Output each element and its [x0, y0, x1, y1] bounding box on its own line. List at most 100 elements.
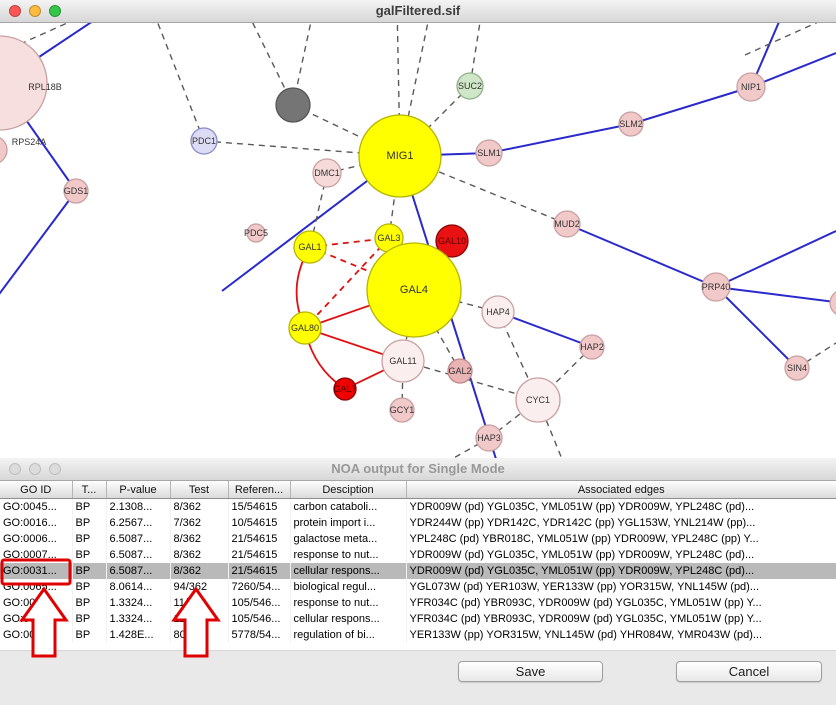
table-cell[interactable]: GO:0006... — [0, 531, 73, 547]
node-gray1[interactable] — [275, 87, 311, 123]
table-cell[interactable]: 1.3324... — [106, 611, 171, 627]
table-cell[interactable]: GO:0031... — [0, 595, 73, 611]
minimize-button-inactive[interactable] — [29, 463, 41, 475]
table-cell[interactable]: YDR009W (pd) YGL035C, YML051W (pp) YDR00… — [406, 547, 836, 563]
node-rps24a[interactable] — [0, 136, 8, 164]
node-mig1[interactable] — [358, 114, 442, 198]
table-cell[interactable]: 11/362 — [170, 611, 229, 627]
table-cell[interactable]: response to nut... — [290, 547, 407, 563]
table-cell[interactable]: YFR034C (pd) YBR093C, YDR009W (pd) YGL03… — [406, 595, 836, 611]
table-cell[interactable]: 8/362 — [170, 547, 229, 563]
table-cell[interactable]: YDR009W (pd) YGL035C, YML051W (pp) YDR00… — [406, 563, 836, 579]
table-cell[interactable]: 7/362 — [170, 515, 229, 531]
table-cell[interactable]: 80/362 — [170, 627, 229, 643]
table-cell[interactable]: BP — [72, 563, 107, 579]
table-cell[interactable]: 6.5087... — [106, 547, 171, 563]
node-hap2[interactable] — [579, 334, 605, 360]
table-cell[interactable]: YDR244W (pp) YDR142C, YDR142C (pp) YGL15… — [406, 515, 836, 531]
table-cell[interactable]: BP — [72, 611, 107, 627]
column-header-referen[interactable]: Referen... — [228, 481, 291, 499]
table-cell[interactable]: 15/54615 — [228, 498, 291, 515]
graph-edge-red_dash[interactable] — [304, 237, 390, 329]
graph-edge-pd[interactable] — [566, 223, 717, 288]
table-cell[interactable]: GO:0065... — [0, 579, 73, 595]
node-slm2[interactable] — [618, 111, 644, 137]
table-cell[interactable]: BP — [72, 515, 107, 531]
node-cyc1[interactable] — [515, 377, 561, 423]
table-cell[interactable]: 1.3324... — [106, 595, 171, 611]
node-slm1[interactable] — [475, 139, 503, 167]
table-cell[interactable]: protein import i... — [290, 515, 407, 531]
node-hap4[interactable] — [481, 295, 515, 329]
network-canvas[interactable]: RPL18BRPS24AGDS1PDC1MIG1SUC2SLM1SLM2NIP1… — [0, 23, 836, 458]
table-cell[interactable]: GO:0031... — [0, 611, 73, 627]
graph-edge-pp[interactable] — [399, 155, 568, 225]
column-header-test[interactable]: Test — [170, 481, 229, 499]
node-gal7[interactable] — [333, 377, 357, 401]
table-cell[interactable]: BP — [72, 595, 107, 611]
node-nip1[interactable] — [736, 72, 766, 102]
node-pdc5[interactable] — [246, 223, 266, 243]
table-cell[interactable]: 8/362 — [170, 498, 229, 515]
node-gal2[interactable] — [447, 358, 473, 384]
node-gal1[interactable] — [293, 230, 327, 264]
table-cell[interactable]: 6.5087... — [106, 531, 171, 547]
node-edge_node[interactable] — [829, 290, 836, 316]
table-cell[interactable]: YER133W (pp) YOR315W, YNL145W (pd) YHR08… — [406, 627, 836, 643]
table-cell[interactable]: GO:0050... — [0, 627, 73, 643]
close-button-inactive[interactable] — [9, 463, 21, 475]
node-gal4[interactable] — [366, 242, 462, 338]
table-cell[interactable]: YGL073W (pd) YER103W, YER133W (pp) YOR31… — [406, 579, 836, 595]
node-pdc1[interactable] — [190, 127, 218, 155]
table-cell[interactable]: cellular respons... — [290, 611, 407, 627]
table-cell[interactable]: 10/54615 — [228, 515, 291, 531]
column-header-goid[interactable]: GO ID — [0, 481, 73, 499]
table-cell[interactable]: 21/54615 — [228, 547, 291, 563]
table-cell[interactable]: 21/54615 — [228, 563, 291, 579]
minimize-button[interactable] — [29, 5, 41, 17]
node-mud2[interactable] — [553, 210, 581, 238]
table-cell[interactable]: BP — [72, 547, 107, 563]
graph-edge-pp[interactable] — [452, 437, 490, 458]
table-cell[interactable]: 5778/54... — [228, 627, 291, 643]
table-cell[interactable]: 8.0614... — [106, 579, 171, 595]
table-cell[interactable]: BP — [72, 579, 107, 595]
graph-edge-pp[interactable] — [401, 360, 404, 411]
table-cell[interactable]: 6.5087... — [106, 563, 171, 579]
noa-window-titlebar[interactable]: NOA output for Single Mode — [0, 458, 836, 481]
graph-edge-pd[interactable] — [715, 230, 836, 288]
table-cell[interactable]: 105/546... — [228, 595, 291, 611]
graph-edge-pd[interactable] — [715, 286, 798, 369]
graph-edge-pp[interactable] — [396, 23, 401, 157]
node-sin4[interactable] — [784, 355, 810, 381]
table-cell[interactable]: BP — [72, 498, 107, 515]
graph-edge-pp[interactable] — [292, 104, 401, 157]
table-cell[interactable]: YPL248C (pd) YBR018C, YML051W (pp) YDR00… — [406, 531, 836, 547]
column-header-desciption[interactable]: Desciption — [290, 481, 407, 499]
node-rpl18b[interactable] — [0, 35, 48, 131]
save-button[interactable]: Save — [458, 661, 603, 682]
graph-edge-pd[interactable] — [497, 311, 593, 348]
table-cell[interactable]: 94/362 — [170, 579, 229, 595]
table-cell[interactable]: BP — [72, 531, 107, 547]
graph-edge-pp[interactable] — [469, 23, 483, 87]
table-cell[interactable]: 8/362 — [170, 563, 229, 579]
graph-window-titlebar[interactable]: galFiltered.sif — [0, 0, 836, 23]
table-cell[interactable]: 1.428E... — [106, 627, 171, 643]
node-hap3[interactable] — [475, 424, 503, 452]
zoom-button[interactable] — [49, 5, 61, 17]
table-cell[interactable]: YFR034C (pd) YBR093C, YDR009W (pd) YGL03… — [406, 611, 836, 627]
graph-edge-pp[interactable] — [399, 23, 432, 157]
table-cell[interactable]: regulation of bi... — [290, 627, 407, 643]
graph-edge-pp[interactable] — [402, 360, 539, 401]
node-suc2[interactable] — [456, 72, 484, 100]
graph-edge-pd[interactable] — [750, 52, 836, 88]
table-cell[interactable]: BP — [72, 627, 107, 643]
